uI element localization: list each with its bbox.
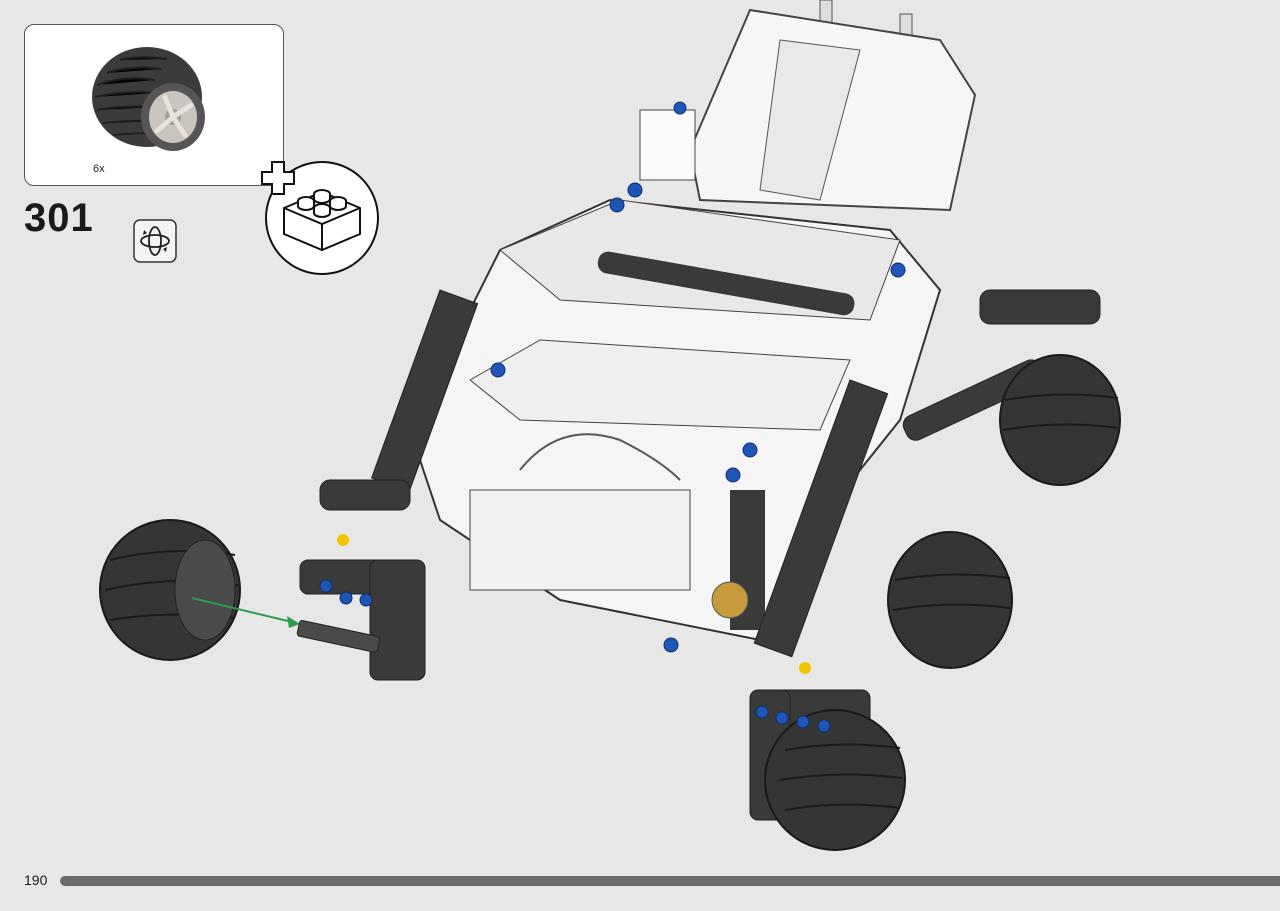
page-progress-bar: [60, 876, 1280, 886]
parts-callout: 6x: [24, 24, 284, 186]
page-number: 190: [24, 872, 48, 888]
balloon-tire-icon: [92, 47, 205, 151]
add-brick-icon: [261, 161, 379, 275]
left-suspension: [299, 289, 479, 681]
step-number: 301: [24, 196, 94, 240]
blue-pins: [319, 101, 906, 733]
part-quantity: 6x: [93, 163, 105, 175]
rotate-model-icon: [133, 219, 177, 263]
mast-tower: [639, 0, 977, 212]
assembly-arrow: [191, 597, 381, 653]
rover-model-illustration: [99, 0, 1121, 851]
